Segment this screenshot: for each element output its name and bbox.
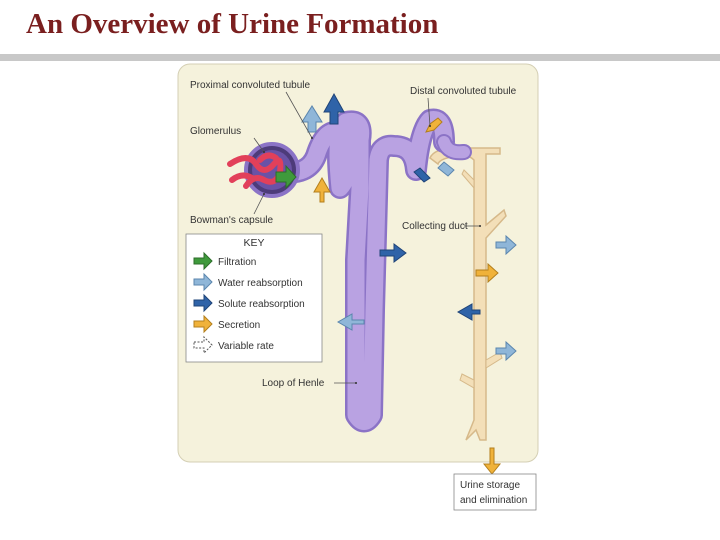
key-title: KEY bbox=[243, 237, 264, 249]
label-proximal-convoluted-tubule: Proximal convoluted tubule bbox=[190, 80, 311, 91]
label-collecting-duct: Collecting duct bbox=[402, 221, 468, 232]
key-legend: KEY Filtration Water reabsorption Solute… bbox=[185, 233, 323, 363]
urine-label-line-1: Urine storage bbox=[460, 480, 520, 491]
label-loop-of-henle: Loop of Henle bbox=[262, 378, 325, 389]
label-bowmans-capsule: Bowman's capsule bbox=[190, 215, 274, 226]
key-item-variable-rate: Variable rate bbox=[193, 335, 274, 355]
key-label: Secretion bbox=[218, 320, 260, 331]
key-item-secretion: Secretion bbox=[193, 314, 260, 334]
secretion-arrows bbox=[313, 117, 502, 475]
key-item-solute-reabsorption: Solute reabsorption bbox=[193, 293, 305, 313]
key-label: Water reabsorption bbox=[218, 278, 303, 289]
key-label: Solute reabsorption bbox=[218, 299, 305, 310]
label-glomerulus: Glomerulus bbox=[190, 126, 241, 137]
label-distal-convoluted-tubule: Distal convoluted tubule bbox=[410, 86, 517, 97]
leader-lines bbox=[253, 91, 482, 385]
urine-storage-box: Urine storage and elimination bbox=[453, 473, 537, 511]
glomerulus bbox=[227, 152, 284, 189]
slide-title: An Overview of Urine Formation bbox=[26, 8, 439, 40]
key-item-water-reabsorption: Water reabsorption bbox=[193, 272, 303, 292]
water-reabsorption-arrows bbox=[301, 105, 517, 362]
solute-reabsorption-arrows bbox=[323, 92, 481, 321]
key-item-filtration: Filtration bbox=[193, 251, 256, 271]
nephron-figure: Proximal convoluted tubule Distal convol… bbox=[168, 60, 548, 512]
key-label: Filtration bbox=[218, 257, 256, 268]
title-divider bbox=[0, 54, 720, 61]
nephron-tubule bbox=[269, 108, 472, 433]
key-label: Variable rate bbox=[218, 341, 274, 352]
filtration-arrow bbox=[275, 164, 297, 190]
urine-label-line-2: and elimination bbox=[460, 495, 527, 506]
